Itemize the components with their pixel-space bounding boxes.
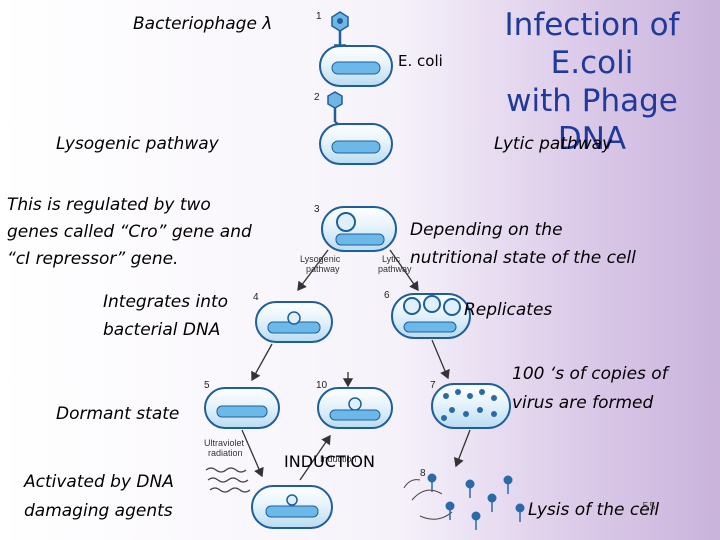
lysis-debris-icon [403,479,453,520]
ecoli-cell-step6 [391,293,471,339]
induction-label: INDUCTION [284,452,375,471]
dormant-label: Dormant state [56,404,180,424]
copies-note-line2: virus are formed [512,393,654,413]
ecoli-cell-step2 [319,123,393,165]
step-number-8: 8 [420,468,426,479]
replicates-label: Replicates [464,300,553,320]
ecoli-cell-step7 [431,383,511,429]
copies-note-line1: 100 ‘s of copies of [512,364,668,384]
lytic-small-label: Lytic [382,254,401,264]
induction-small-label: Induction [320,454,357,464]
lysis-label: Lysis of the cell [528,500,660,520]
activation-note-line1: Activated by DNA [24,472,174,492]
integrates-note: Integrates into bacterial DNA [103,288,228,344]
slide-title-line2: with Phage DNA [506,83,678,157]
nutrition-note-line1: Depending on the [410,220,563,240]
step-number-1: 1 [316,11,322,22]
step-number-6: 6 [384,290,390,301]
slide-title-line1: Infection of E.coli [504,7,680,81]
regulation-note-line3: “cI repressor” gene. [7,249,179,269]
slide-title: Infection of E.coli with Phage DNA [468,6,716,158]
lysogenic-pathway-label: Lysogenic pathway [56,134,219,154]
ecoli-cell-step5 [204,387,280,429]
regulation-note-line2: genes called “Cro” gene and [7,222,252,242]
nutrition-note: Depending on the nutritional state of th… [410,216,636,272]
uv-small-label-2: radiation [208,448,243,458]
step-number-10: 10 [316,380,328,391]
activation-note-line2: damaging agents [24,501,173,521]
regulation-note-line1: This is regulated by two [7,195,211,215]
step-number-3: 3 [314,204,320,215]
step-number-2: 2 [314,92,320,103]
step-number-7: 7 [430,380,436,391]
lytic-pathway-label: Lytic pathway [494,134,613,154]
ecoli-cell-step1 [319,45,393,87]
phage-step1-icon [331,11,349,46]
nutrition-note-line2: nutritional state of the cell [410,248,636,268]
ecoli-label: E. coli [398,52,443,70]
uv-radiation-icon [205,467,251,493]
step-number-5: 5 [204,380,210,391]
ecoli-cell-step3 [321,206,397,252]
slide-number: 55 [642,500,656,513]
step-number-4: 4 [253,292,259,303]
uv-small-label: Ultraviolet [204,438,245,448]
released-phages-icon [427,473,525,530]
activation-note: Activated by DNA damaging agents [24,468,174,526]
copies-note: 100 ‘s of copies of virus are formed [512,360,668,418]
integrates-note-line1: Integrates into [103,292,229,312]
lytic-small-label-2: pathway [378,264,412,274]
ecoli-cell-step10 [317,387,393,429]
integrates-note-line2: bacterial DNA [103,320,221,340]
ecoli-cell-step4 [255,301,333,343]
lysogenic-small-label: Lysogenic [300,254,341,264]
bacteriophage-label: Bacteriophage λ [133,14,273,34]
regulation-note: This is regulated by two genes called “C… [7,192,252,273]
lysogenic-small-label-2: pathway [306,264,340,274]
ecoli-cell-induced [251,485,333,529]
